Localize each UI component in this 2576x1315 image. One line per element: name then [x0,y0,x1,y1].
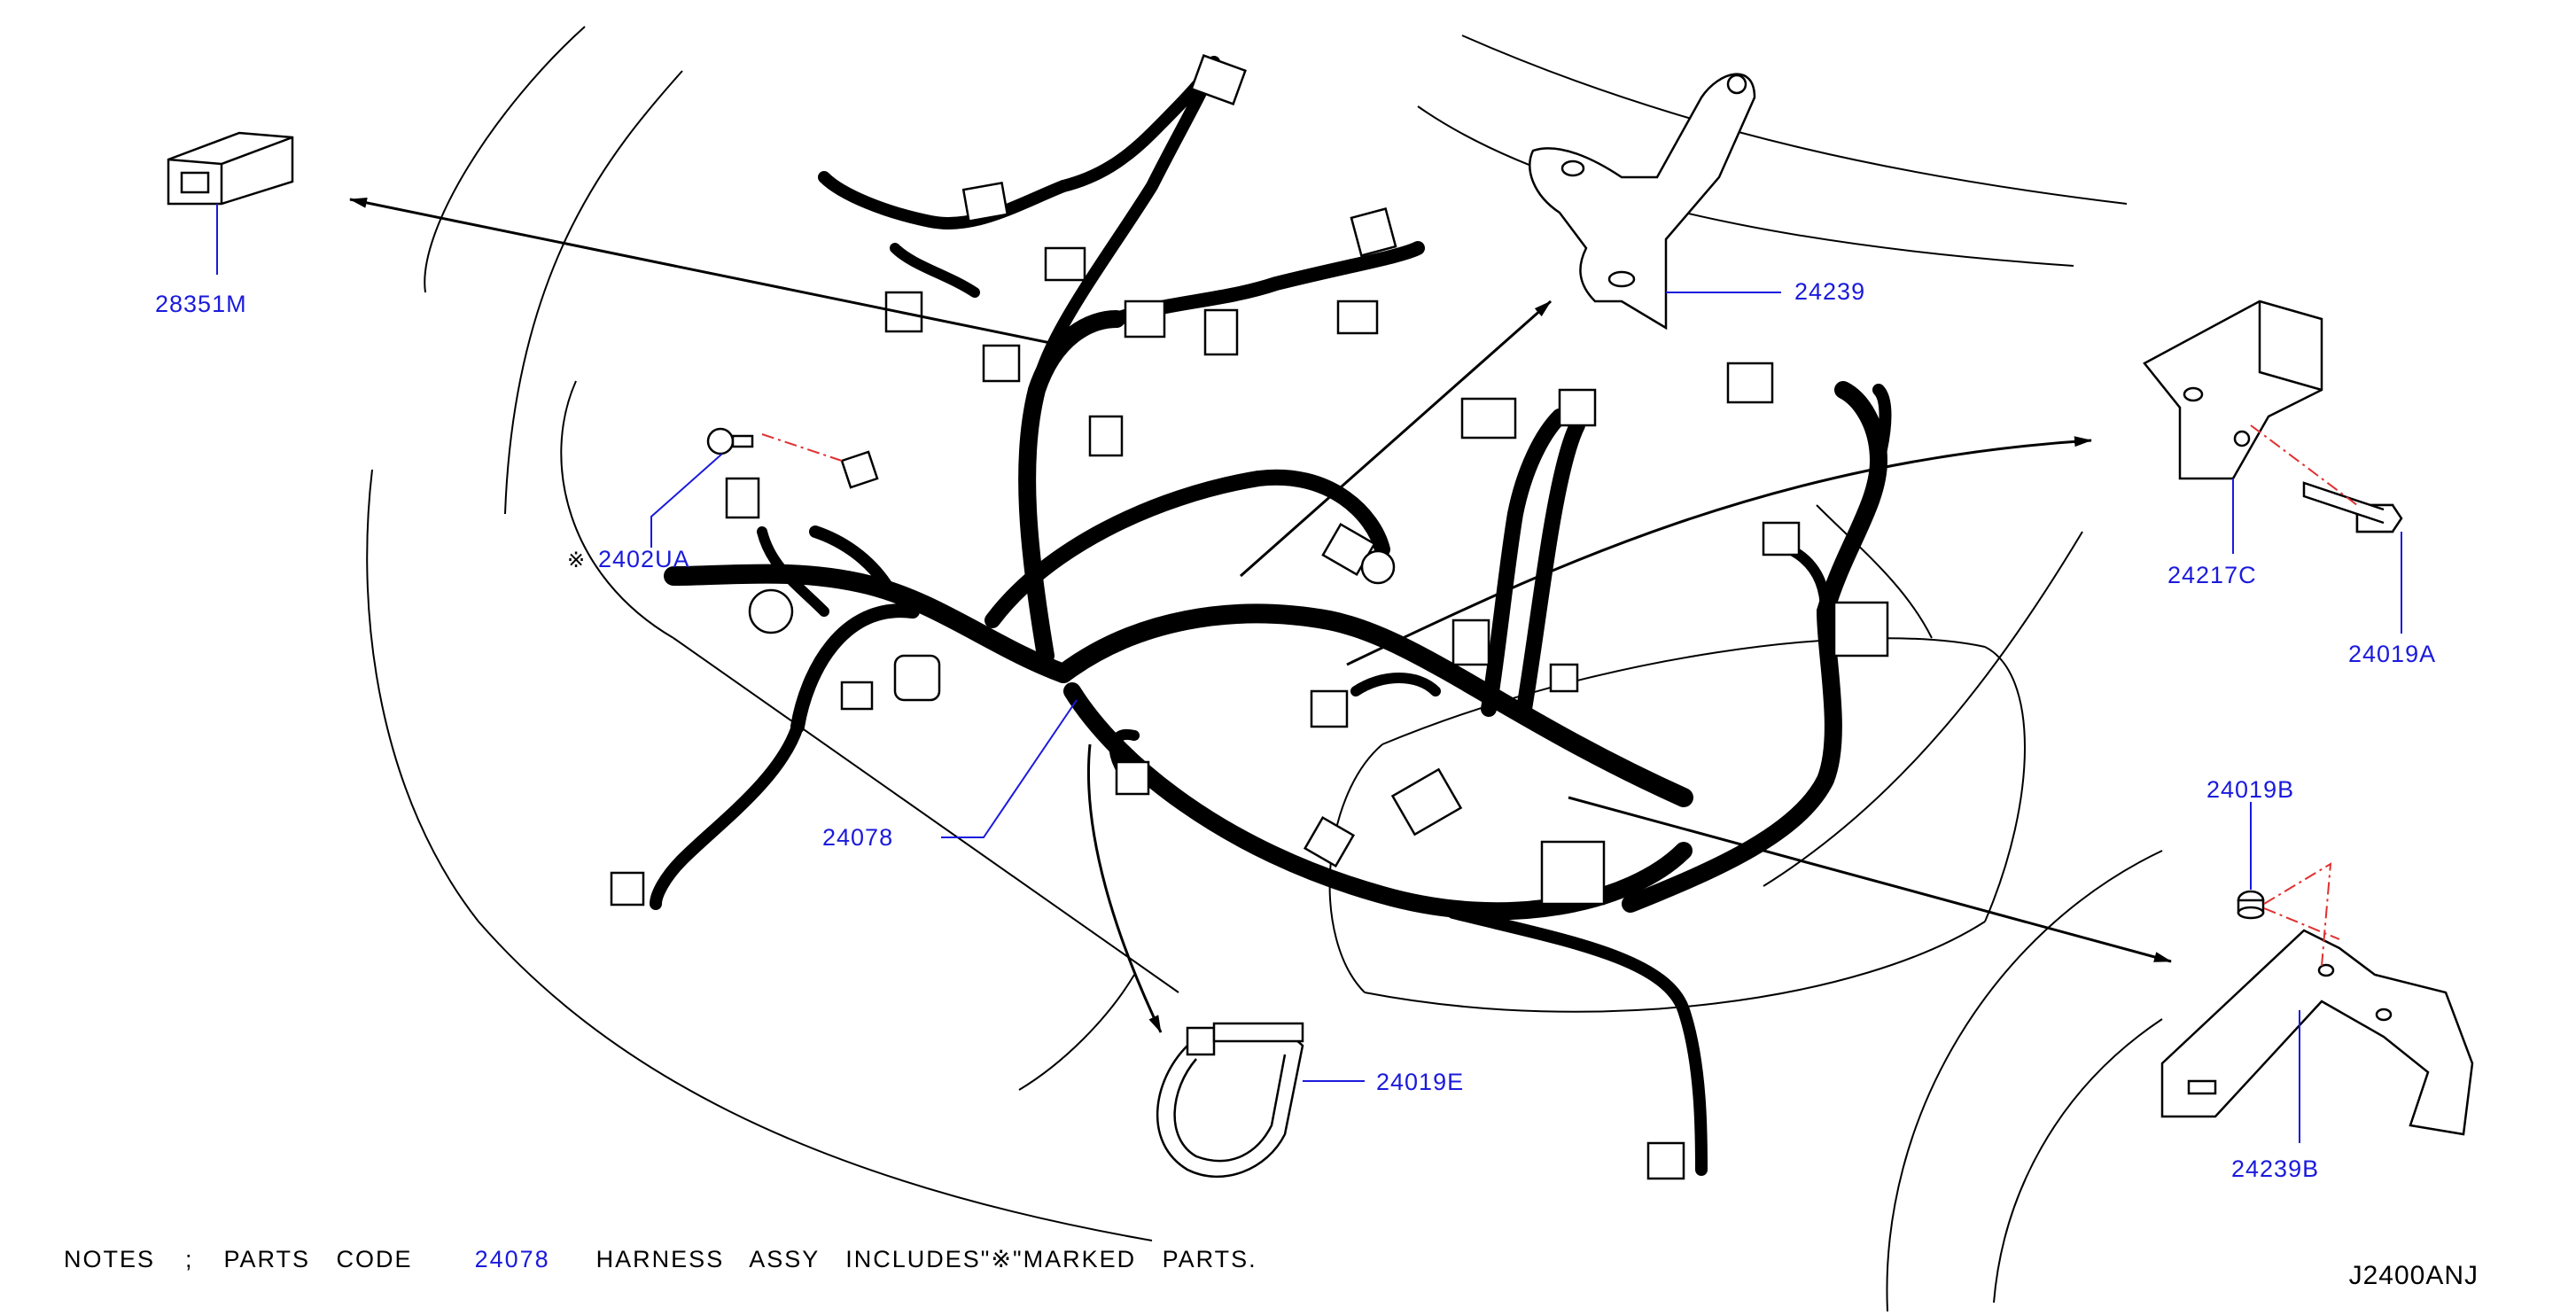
wire-harness[interactable] [650,56,1892,1176]
harness-connectors[interactable] [610,54,1889,1180]
callout-28351M[interactable]: 28351M [155,291,247,317]
clip-24019E [1156,1022,1304,1179]
exploded-arrows [349,197,2172,1033]
notes-line: NOTES; PARTS CODE 24078 HARNESS ASSY INCLUD… [64,1246,1257,1273]
notes-separator: ; [185,1246,194,1272]
callout-24019A[interactable]: 24019A [2348,641,2437,667]
notes-parts-code[interactable]: 24078 [474,1246,550,1272]
callout-24217C[interactable]: 24217C [2167,562,2257,588]
included-part-mark: ※ [567,548,586,572]
bracket-24239B [2160,929,2474,1136]
callout-24019E[interactable]: 24019E [1376,1069,1465,1095]
bracket-24239 [1529,73,1756,331]
vehicle-body-outline [366,26,2163,1312]
screw-2402UA [706,427,879,489]
notes-prefix: NOTES [64,1246,156,1272]
callout-24078[interactable]: 24078 [822,824,894,851]
bracket-24217C [2143,300,2323,480]
connector-28351M [167,131,294,206]
callout-24239[interactable]: 24239 [1794,278,1866,305]
notes-text: HARNESS ASSY INCLUDES"※"MARKED PARTS. [595,1246,1257,1272]
callout-2402UA[interactable]: 2402UA [598,546,690,572]
diagram-id: J2400ANJ [2348,1261,2479,1290]
callout-leaders [216,204,2402,1143]
callout-24019B[interactable]: 24019B [2206,776,2295,803]
nut-24019B [2237,890,2265,920]
callout-24239B[interactable]: 24239B [2231,1155,2320,1182]
bolt-24019A [2302,481,2403,533]
notes-words: PARTS CODE [223,1246,413,1272]
alignment-lines [761,424,2358,967]
